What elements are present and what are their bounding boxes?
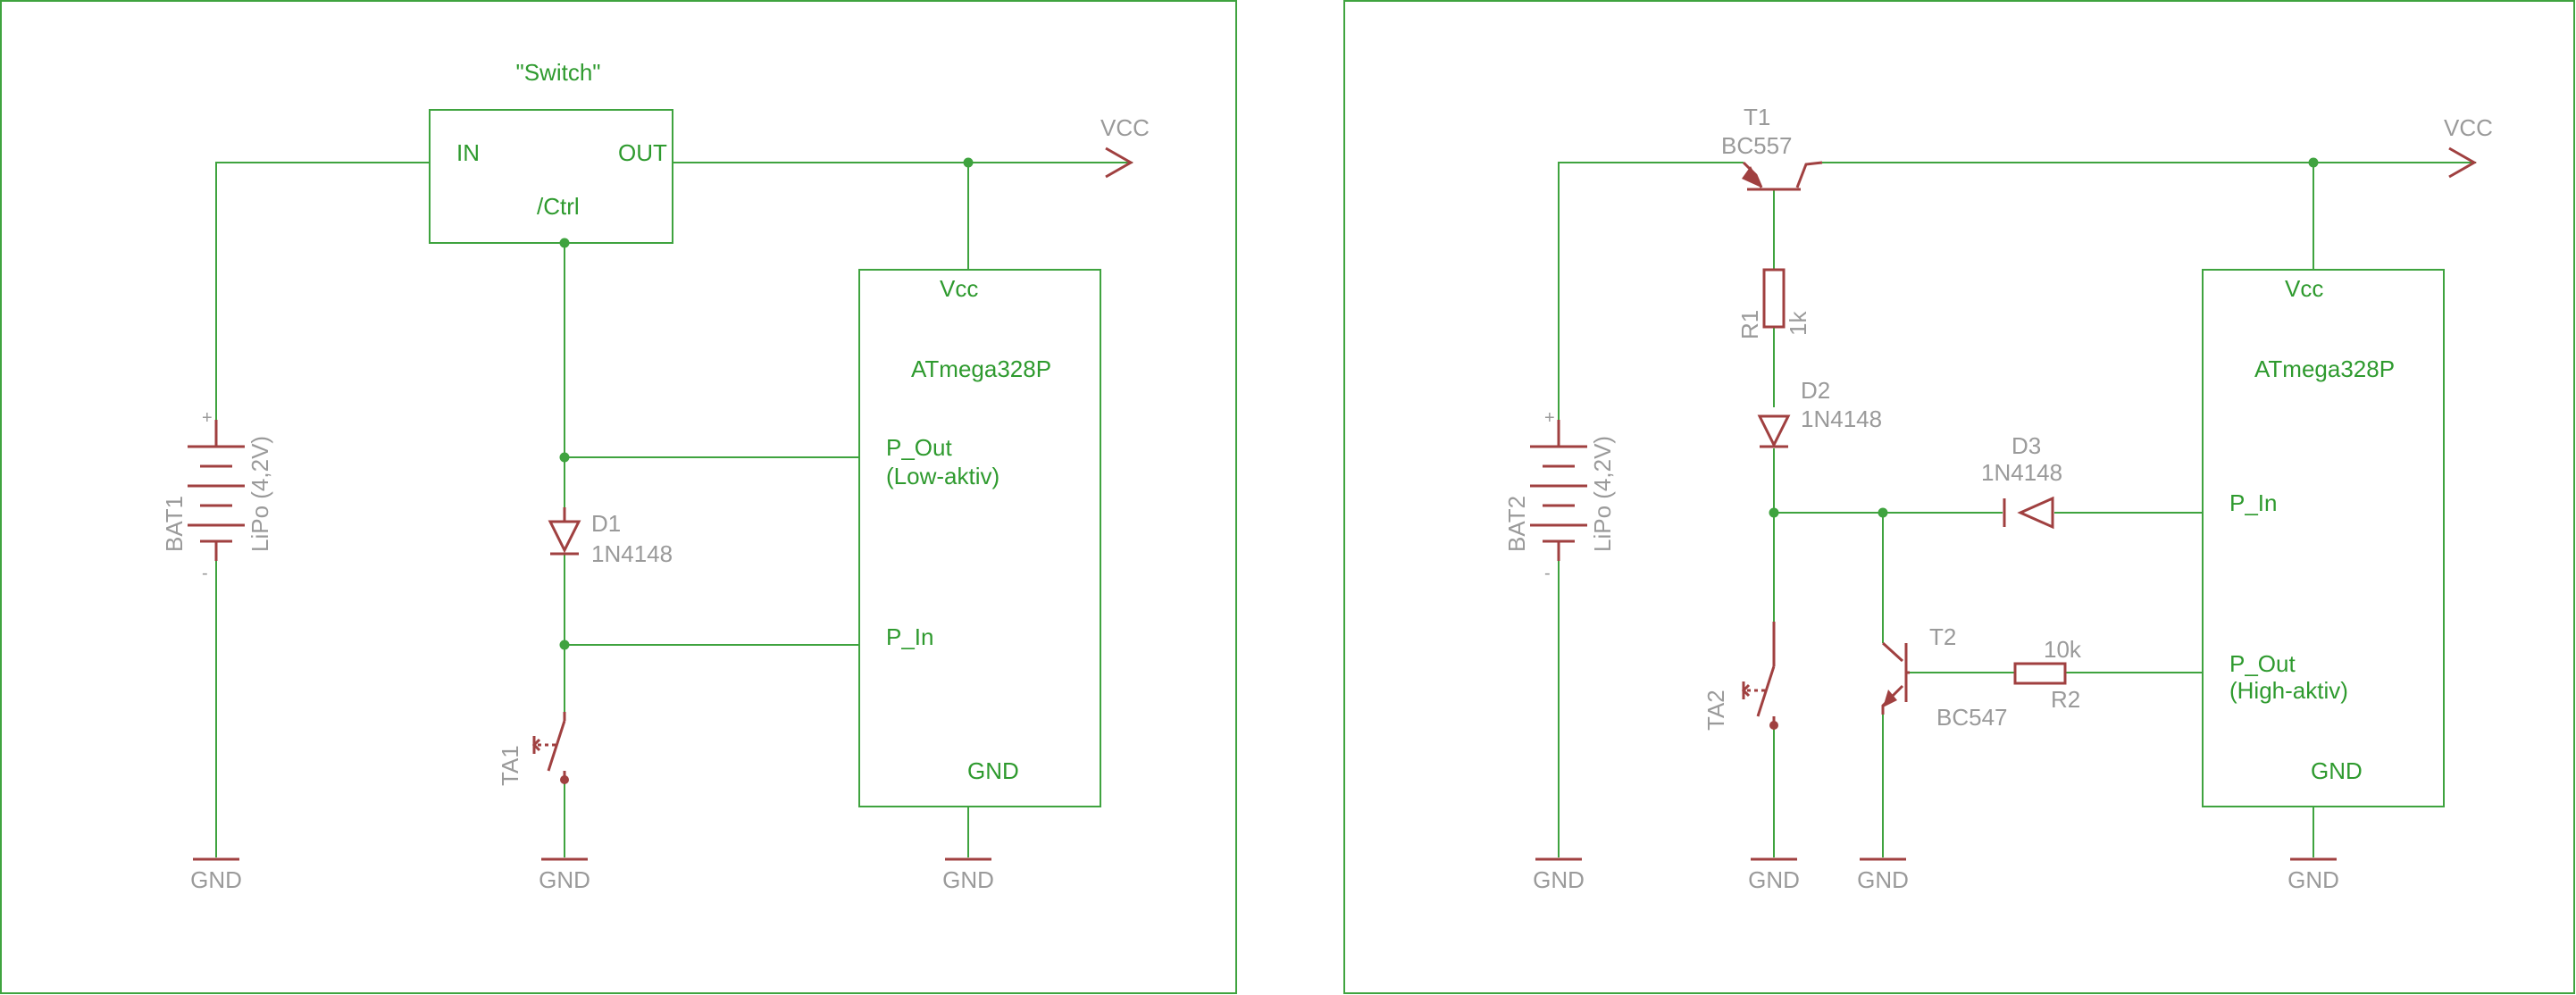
vcc-label-right: VCC — [2444, 114, 2493, 141]
gnd-label-bat1: GND — [190, 866, 242, 893]
diode-d2: D2 1N4148 — [1757, 377, 1882, 448]
mcu-p-out-pin: P_Out — [886, 434, 952, 461]
r2-name: R2 — [2051, 686, 2080, 713]
pushbutton-ta2: TA2 — [1702, 622, 1778, 731]
gnd-label-t2: GND — [1857, 866, 1909, 893]
vcc-label: VCC — [1100, 114, 1150, 141]
d1-value: 1N4148 — [591, 540, 673, 567]
bat2-plus: + — [1544, 408, 1555, 428]
gnd-label-ta2: GND — [1748, 866, 1800, 893]
switch-ic-name: "Switch" — [515, 59, 600, 86]
gnd-label-bat2: GND — [1533, 866, 1585, 893]
vcc-symbol-right: VCC — [2444, 114, 2493, 179]
transistor-t1: T1 BC557 — [1721, 104, 1823, 191]
left-frame — [0, 0, 1237, 994]
mcu-block: Vcc ATmega328P P_Out (Low-aktiv) P_In GN… — [858, 269, 1101, 807]
resistor-r2: 10k R2 — [2013, 636, 2082, 713]
mcu-gnd-pin: GND — [967, 757, 1019, 784]
diode-d3: D3 1N4148 — [1981, 432, 2062, 530]
left-wires — [215, 157, 1133, 857]
mcu-right-p-out-note: (High-aktiv) — [2229, 677, 2348, 704]
battery-bat1: + - BAT1 LiPo (4,2V) — [161, 408, 273, 583]
bat2-value: LiPo (4,2V) — [1589, 436, 1616, 552]
switch-ctrl-label: /Ctrl — [537, 193, 580, 220]
t1-value: BC557 — [1721, 132, 1793, 159]
mcu-vcc-pin: Vcc — [940, 275, 978, 302]
bat1-plus: + — [202, 408, 213, 428]
mcu-p-out-note: (Low-aktiv) — [886, 463, 999, 489]
bat1-value: LiPo (4,2V) — [247, 436, 273, 552]
resistor-r1: R1 1k — [1736, 268, 1811, 339]
t1-name: T1 — [1744, 104, 1770, 130]
gnd-label-mcu-right: GND — [2287, 866, 2339, 893]
d3-value: 1N4148 — [1981, 459, 2062, 486]
mcu-right-p-out-pin: P_Out — [2229, 650, 2296, 677]
right-wires — [1558, 157, 2476, 857]
r1-name: R1 — [1736, 310, 1763, 339]
mcu-p-in-pin: P_In — [886, 623, 934, 650]
bat1-minus: - — [202, 564, 208, 583]
d2-value: 1N4148 — [1801, 406, 1882, 432]
mcu-right-vcc-pin: Vcc — [2285, 275, 2323, 302]
mcu-right-p-in-pin: P_In — [2229, 489, 2278, 516]
ta2-name: TA2 — [1702, 690, 1729, 731]
mcu-name: ATmega328P — [911, 355, 1051, 382]
right-gnd-symbols: GND GND GND GND — [1533, 857, 2339, 893]
left-schematic: "Switch" IN OUT /Ctrl VCC Vcc ATmega328P… — [0, 0, 1237, 994]
bat2-minus: - — [1544, 564, 1551, 583]
switch-in-label: IN — [456, 139, 480, 166]
left-gnd-symbols: GND GND GND — [190, 857, 994, 893]
bat1-name: BAT1 — [161, 496, 188, 552]
gnd-label-ta1: GND — [539, 866, 590, 893]
transistor-t2: T2 BC547 — [1881, 623, 2008, 731]
switch-out-label: OUT — [618, 139, 667, 166]
mcu-block-right: Vcc ATmega328P P_In P_Out (High-aktiv) G… — [2202, 269, 2445, 807]
gnd-label-mcu: GND — [942, 866, 994, 893]
mcu-right-name: ATmega328P — [2254, 355, 2395, 382]
ta1-name: TA1 — [497, 745, 523, 786]
diode-d1: D1 1N4148 — [548, 507, 673, 567]
t2-value: BC547 — [1936, 704, 2008, 731]
battery-bat2: + - BAT2 LiPo (4,2V) — [1503, 408, 1616, 583]
right-schematic: T1 BC557 R1 1k D2 1N4148 D3 1N4148 — [1343, 0, 2575, 994]
d3-name: D3 — [2011, 432, 2041, 459]
r1-value: 1k — [1785, 311, 1811, 336]
pushbutton-ta1: TA1 — [497, 712, 569, 786]
d1-name: D1 — [591, 510, 621, 537]
r2-value: 10k — [2044, 636, 2082, 663]
vcc-symbol: VCC — [1100, 114, 1150, 179]
mcu-right-gnd-pin: GND — [2311, 757, 2363, 784]
bat2-name: BAT2 — [1503, 496, 1530, 552]
switch-ic: "Switch" IN OUT /Ctrl — [429, 59, 673, 244]
t2-name: T2 — [1929, 623, 1956, 650]
right-frame — [1343, 0, 2575, 994]
d2-name: D2 — [1801, 377, 1830, 404]
